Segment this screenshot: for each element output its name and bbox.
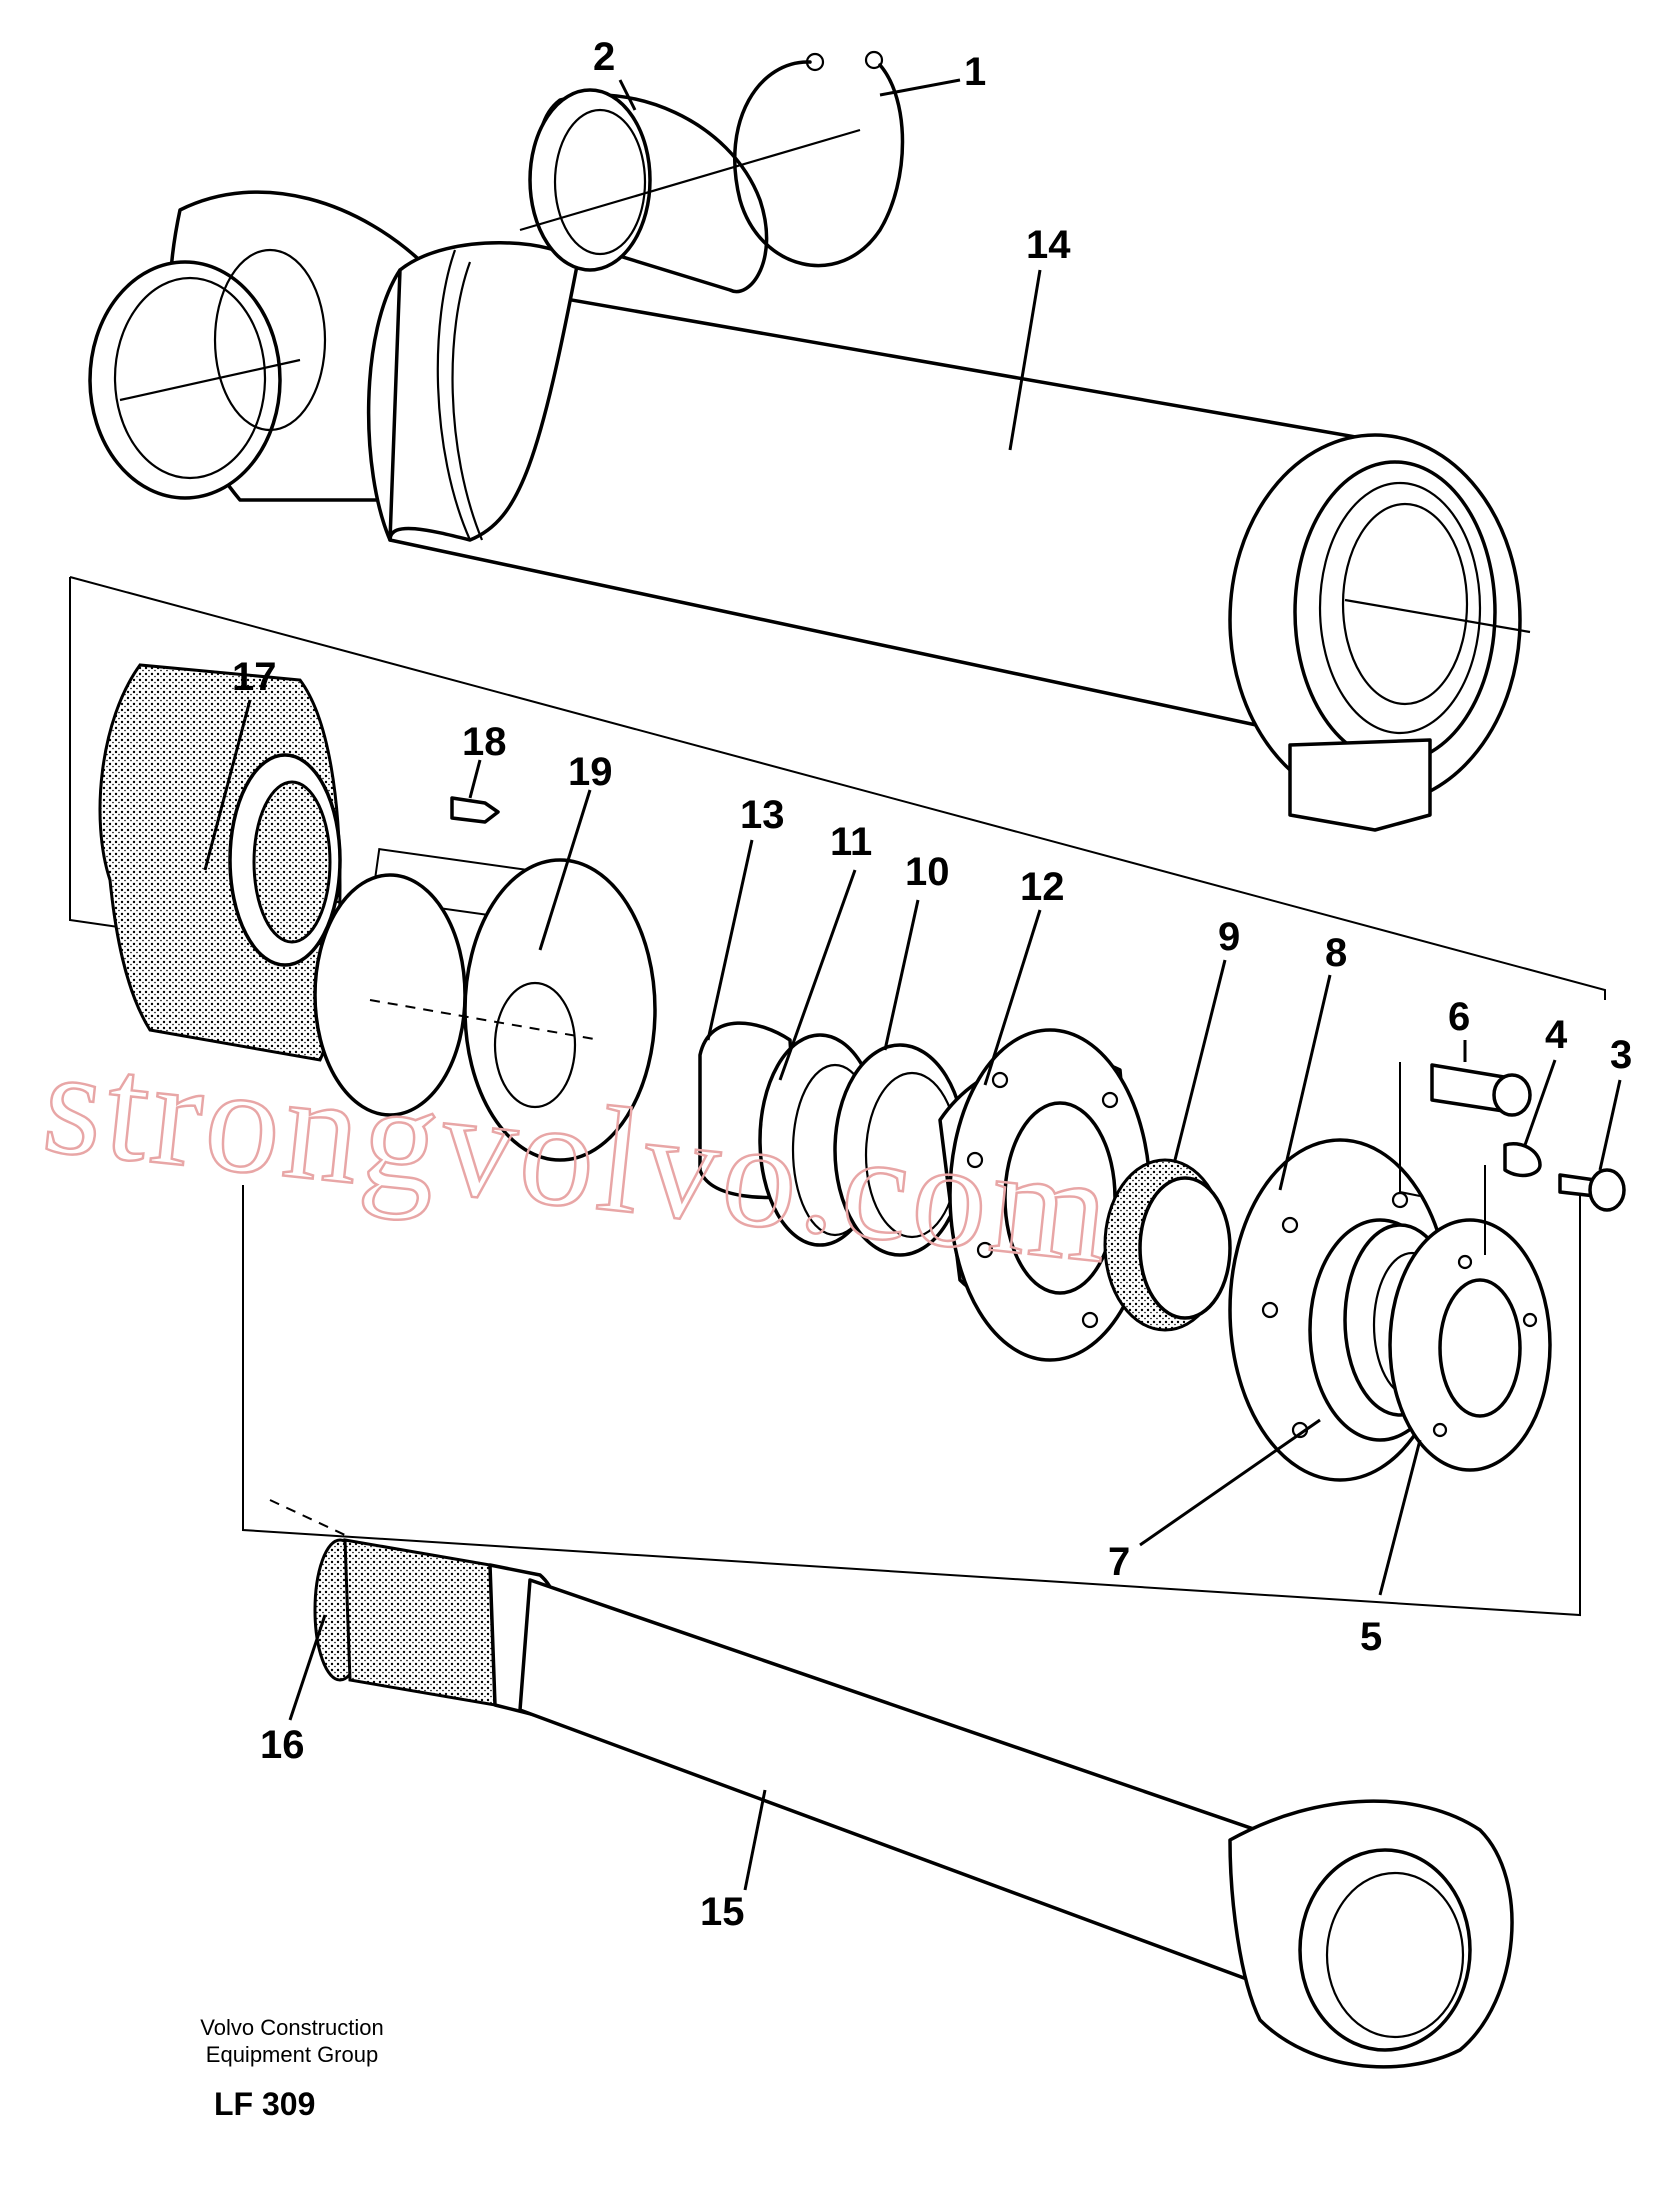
callout-14: 14 — [1026, 223, 1071, 267]
callout-3: 3 — [1610, 1033, 1632, 1077]
piston-spacer — [313, 858, 657, 1162]
retainer-plate — [1388, 1218, 1552, 1472]
callout-10: 10 — [905, 850, 950, 894]
callout-17: 17 — [232, 655, 277, 699]
cylinder-tube — [88, 190, 1531, 832]
seal-set — [758, 1033, 967, 1257]
figure-code: LF 309 — [214, 2086, 316, 2122]
callout-13: 13 — [740, 793, 785, 837]
callout-4: 4 — [1545, 1013, 1568, 1057]
callout-6: 6 — [1448, 995, 1470, 1039]
callout-labels: 1 2 3 4 5 6 7 8 9 10 11 12 13 14 15 16 1… — [232, 35, 1632, 1934]
callout-19: 19 — [568, 750, 613, 794]
guide-ring — [1103, 1158, 1232, 1332]
lock-washer — [1484, 1142, 1542, 1255]
callout-5: 5 — [1360, 1615, 1382, 1659]
callout-2: 2 — [593, 35, 615, 79]
callout-18: 18 — [462, 720, 507, 764]
cap-screw — [1399, 1062, 1532, 1197]
leader-lines — [203, 78, 1622, 1891]
plug — [1558, 1168, 1626, 1212]
callout-7: 7 — [1108, 1540, 1130, 1584]
callout-12: 12 — [1020, 865, 1065, 909]
callout-16: 16 — [260, 1723, 305, 1767]
bearing-bushing — [519, 88, 861, 294]
callout-9: 9 — [1218, 915, 1240, 959]
piston-rod — [269, 1499, 1514, 2069]
callout-1: 1 — [964, 50, 986, 94]
circlip — [733, 50, 905, 268]
callout-11: 11 — [830, 820, 872, 864]
footer-company-line1: Volvo Construction — [200, 2015, 384, 2040]
piston — [98, 663, 342, 1062]
callout-8: 8 — [1325, 931, 1347, 975]
callout-15: 15 — [700, 1890, 745, 1934]
footer-company: Volvo Construction Equipment Group — [172, 2014, 412, 2068]
cylinder-head — [938, 1028, 1152, 1362]
footer-company-line2: Equipment Group — [205, 2042, 379, 2067]
